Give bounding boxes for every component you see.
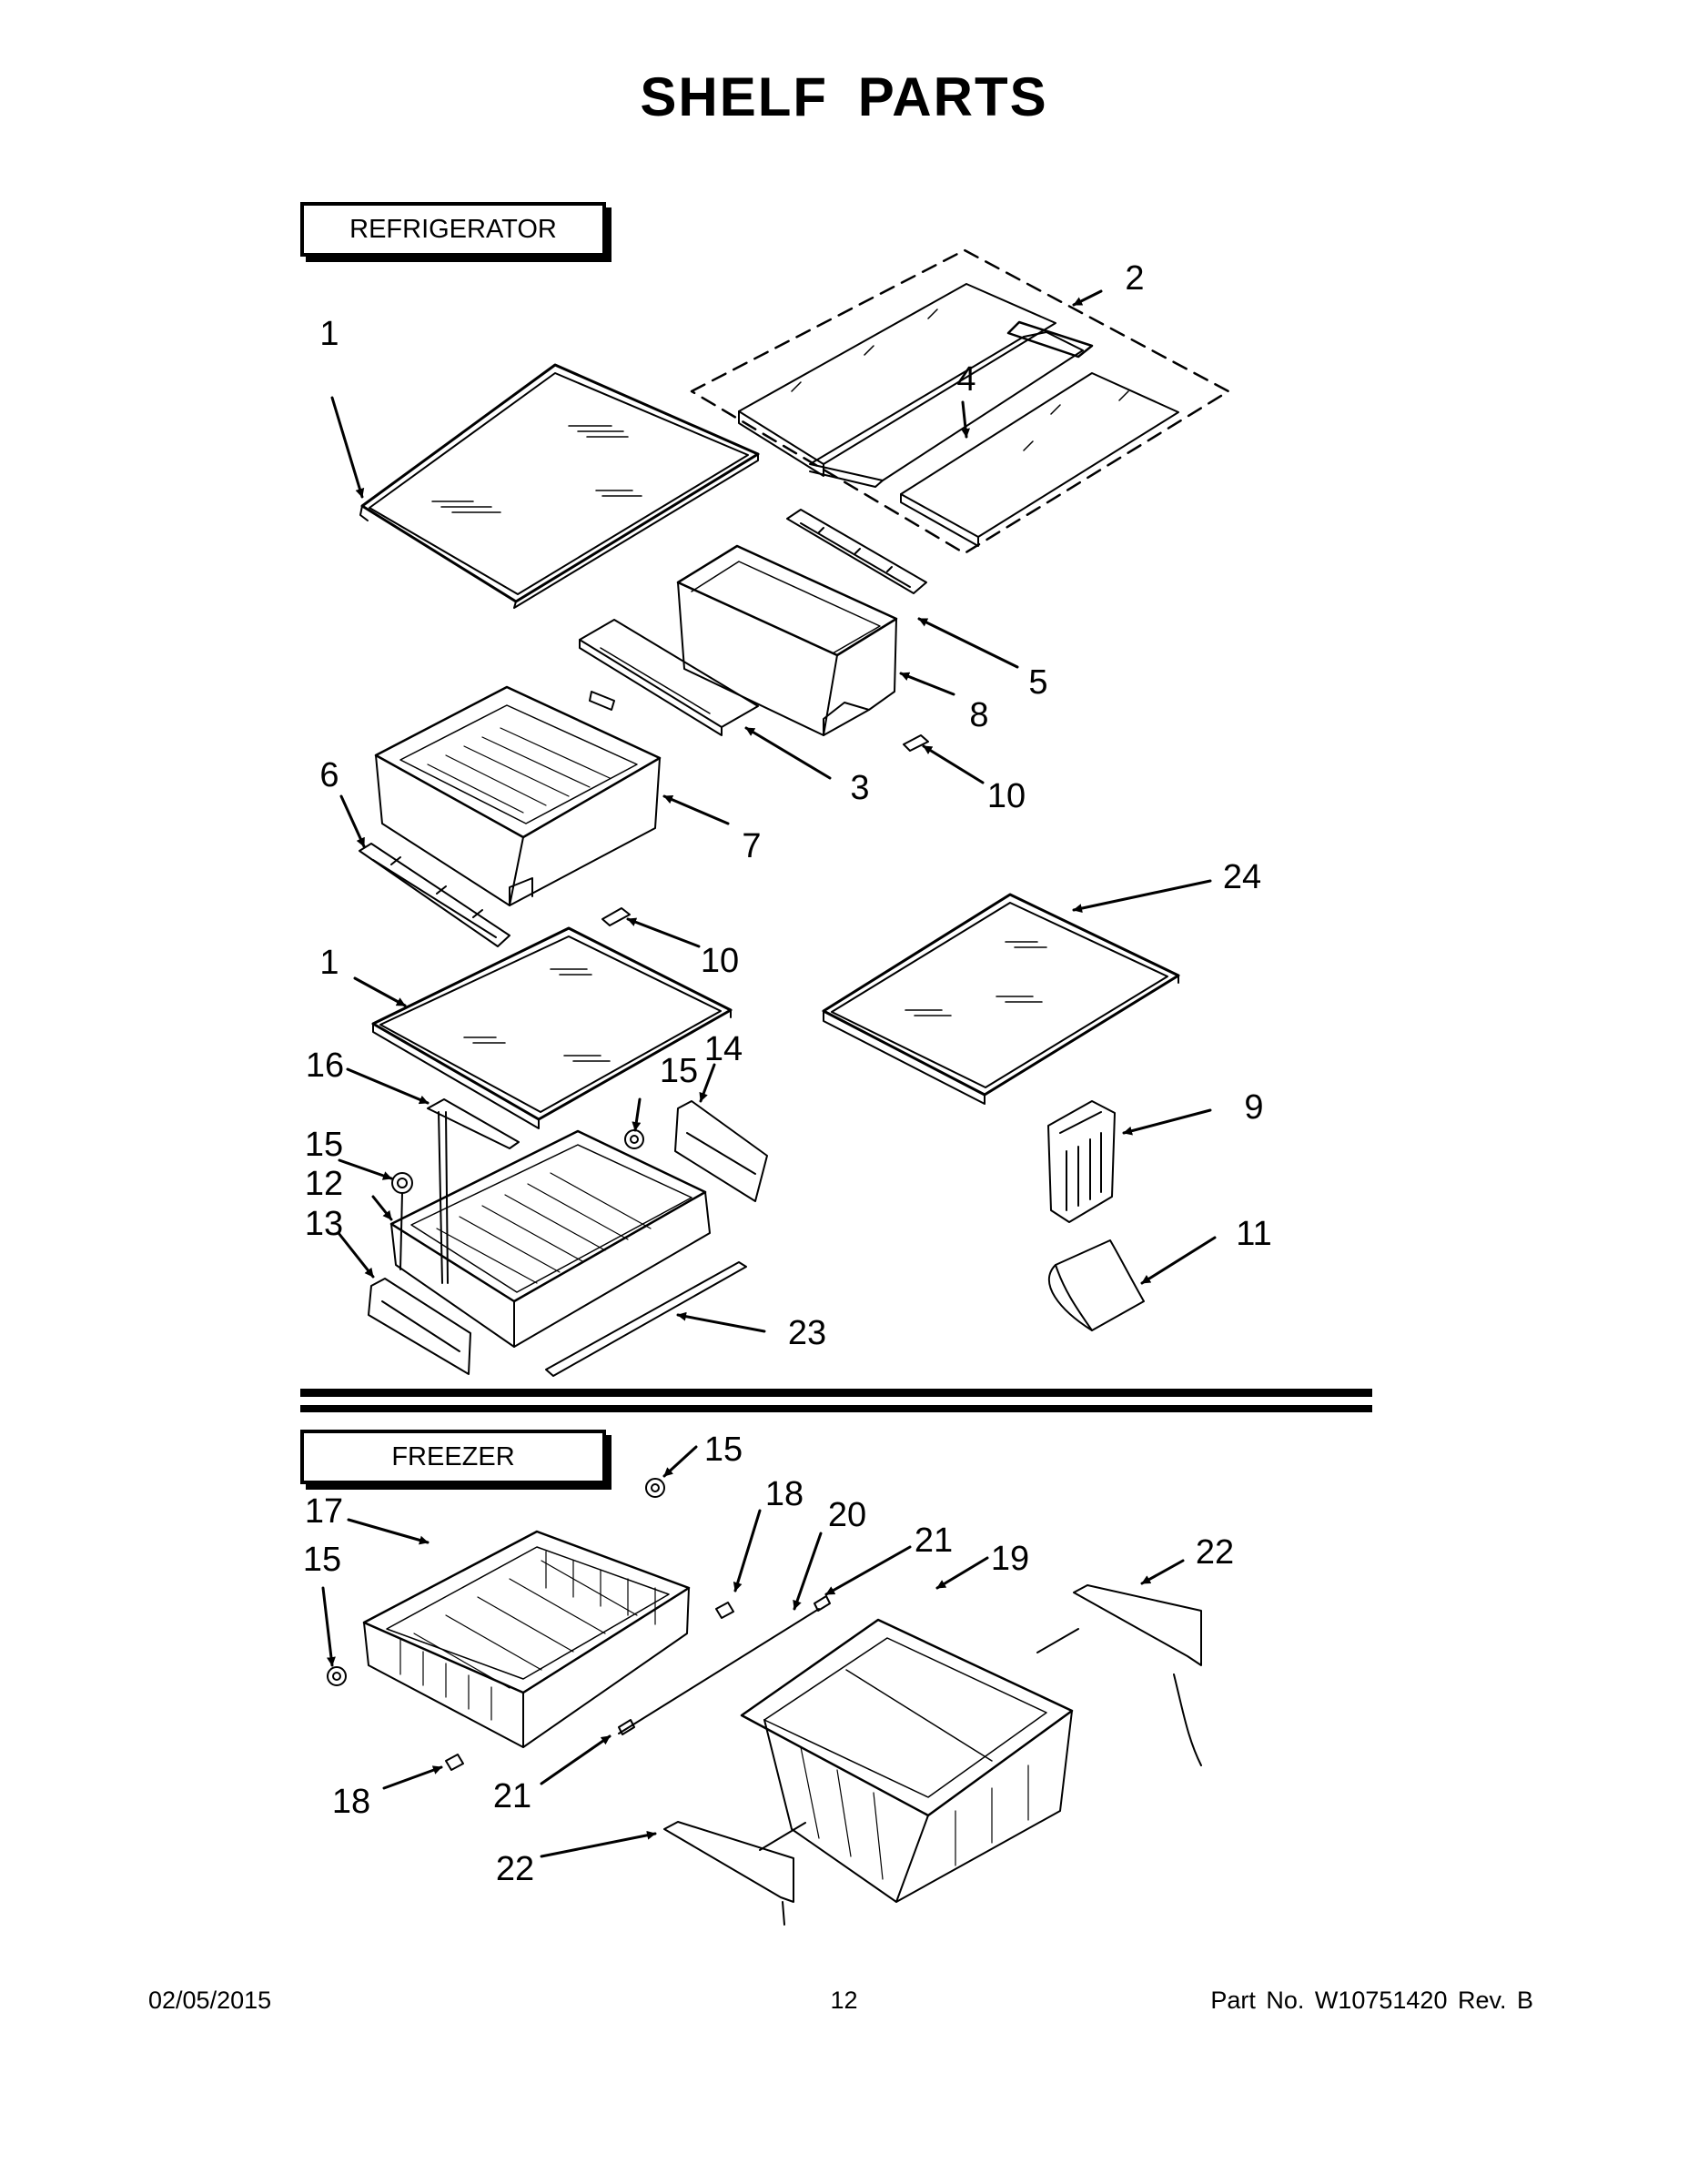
axle <box>399 1192 403 1270</box>
callout-13: 13 <box>304 1205 344 1243</box>
callout-10: 10 <box>700 942 740 980</box>
section-label-refrigerator: REFRIGERATOR <box>300 202 606 257</box>
glass-shelf-part-2 <box>738 283 1094 488</box>
callout-1: 1 <box>319 944 339 982</box>
callout-10: 10 <box>986 777 1026 815</box>
shelf-assembly-outline <box>690 248 1230 555</box>
rail-part-6 <box>359 843 510 947</box>
page-title: SHELF PARTS <box>640 66 1048 127</box>
rod-part-16 <box>427 1098 520 1284</box>
rail-part-5 <box>786 509 927 594</box>
pantry-drawer-part-12 <box>389 1129 711 1348</box>
callout-22: 22 <box>1195 1533 1235 1572</box>
callout-14: 14 <box>703 1030 743 1068</box>
glass-shelf-part-24 <box>822 893 1180 1105</box>
callout-16: 16 <box>305 1046 345 1085</box>
glass-shelf-part-4 <box>900 372 1179 547</box>
rail-part-14 <box>674 1100 768 1202</box>
rail-part-13 <box>368 1278 471 1375</box>
callout-2: 2 <box>1125 259 1145 298</box>
callout-15: 15 <box>703 1431 743 1469</box>
end-part-21-b <box>618 1719 635 1735</box>
slide-part-22-b <box>663 1821 794 1926</box>
clip-part-10-b <box>601 907 631 926</box>
callout-22: 22 <box>495 1850 535 1888</box>
glass-shelf-part-1-b <box>371 926 733 1129</box>
callout-8: 8 <box>969 696 989 734</box>
callout-15: 15 <box>302 1541 342 1579</box>
callout-24: 24 <box>1222 858 1262 896</box>
wheel-part-15-a <box>391 1172 413 1194</box>
callout-15: 15 <box>659 1052 699 1090</box>
slide-part-22-a <box>1073 1584 1202 1766</box>
callout-3: 3 <box>850 769 870 807</box>
callout-17: 17 <box>304 1492 344 1531</box>
wheel-part-15-d <box>327 1666 347 1686</box>
callout-7: 7 <box>742 827 762 865</box>
deli-bin-part-8 <box>676 544 898 736</box>
callout-5: 5 <box>1028 663 1048 702</box>
footer-date: 02/05/2015 <box>148 1987 272 2014</box>
callout-21: 21 <box>492 1777 532 1815</box>
callout-6: 6 <box>319 756 339 794</box>
callout-19: 19 <box>990 1540 1030 1578</box>
callout-15: 15 <box>304 1126 344 1164</box>
freezer-basket-part-17 <box>362 1530 691 1748</box>
stud-part-18-b <box>445 1754 464 1771</box>
slide-link <box>759 1628 1079 1851</box>
freezer-basket-part-19 <box>740 1618 1074 1903</box>
callout-21: 21 <box>914 1522 954 1560</box>
callout-12: 12 <box>304 1165 344 1203</box>
rod-part-20 <box>618 1608 820 1734</box>
trim-part-23 <box>545 1261 747 1377</box>
cover-part-3 <box>579 619 759 736</box>
callout-9: 9 <box>1244 1088 1264 1127</box>
callout-18: 18 <box>764 1475 804 1513</box>
wheel-part-15-c <box>645 1478 665 1498</box>
section-label-freezer: FREEZER <box>300 1430 606 1484</box>
filter-part-9 <box>1047 1100 1116 1223</box>
callout-11: 11 <box>1236 1215 1272 1253</box>
pouch-part-11 <box>1047 1239 1145 1331</box>
section-divider <box>300 1405 1372 1412</box>
section-divider <box>300 1389 1372 1397</box>
clip-part-10-a <box>903 734 929 752</box>
footer-part-number: Part No. W10751420 Rev. B <box>1210 1987 1533 2014</box>
end-part-21-a <box>814 1595 831 1612</box>
stud-part-18-a <box>715 1602 734 1619</box>
wheel-part-15-b <box>624 1129 644 1149</box>
callout-20: 20 <box>827 1496 867 1534</box>
callout-1: 1 <box>319 315 339 353</box>
crisper-bin-part-7 <box>374 685 662 906</box>
callout-18: 18 <box>331 1783 371 1821</box>
callout-4: 4 <box>956 360 976 399</box>
callout-23: 23 <box>787 1314 827 1352</box>
glass-shelf-part-1 <box>359 363 760 609</box>
footer-page-number: 12 <box>830 1987 858 2014</box>
